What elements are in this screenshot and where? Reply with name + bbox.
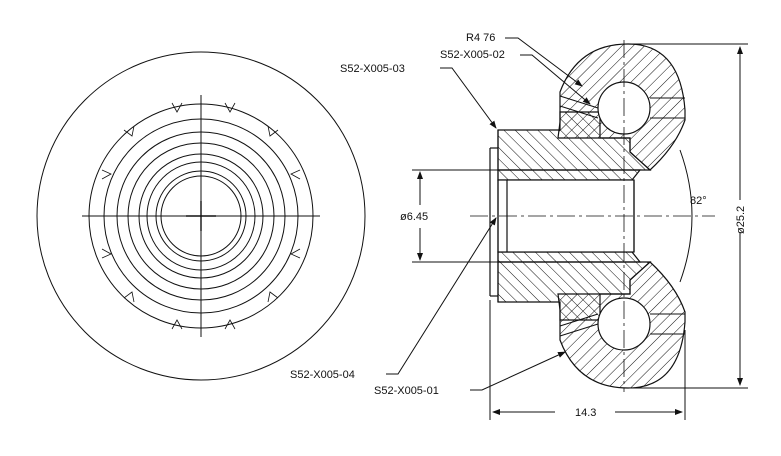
label-part-03: S52-X005-03	[340, 63, 405, 75]
end-view	[36, 51, 366, 381]
label-part-04: S52-X005-04	[290, 369, 355, 381]
outer-circle	[36, 51, 366, 381]
label-part-02: S52-X005-02	[440, 49, 505, 61]
section-view	[470, 40, 715, 392]
ring-notches	[101, 102, 301, 330]
inner-race-bottom	[497, 251, 642, 263]
dimensions	[412, 43, 748, 420]
label-r476: R4 76	[466, 32, 495, 44]
end-view-centerlines	[82, 95, 320, 337]
inner-race-top	[497, 169, 642, 181]
label-outer-diameter: ø25.2	[735, 206, 747, 234]
label-length: 14.3	[575, 407, 596, 419]
label-part-01: S52-X005-01	[374, 385, 439, 397]
leaders	[386, 37, 591, 391]
angle-dimension	[679, 149, 693, 283]
label-angle: 82°	[690, 195, 707, 207]
label-bore-diameter: ø6.45	[400, 211, 428, 223]
